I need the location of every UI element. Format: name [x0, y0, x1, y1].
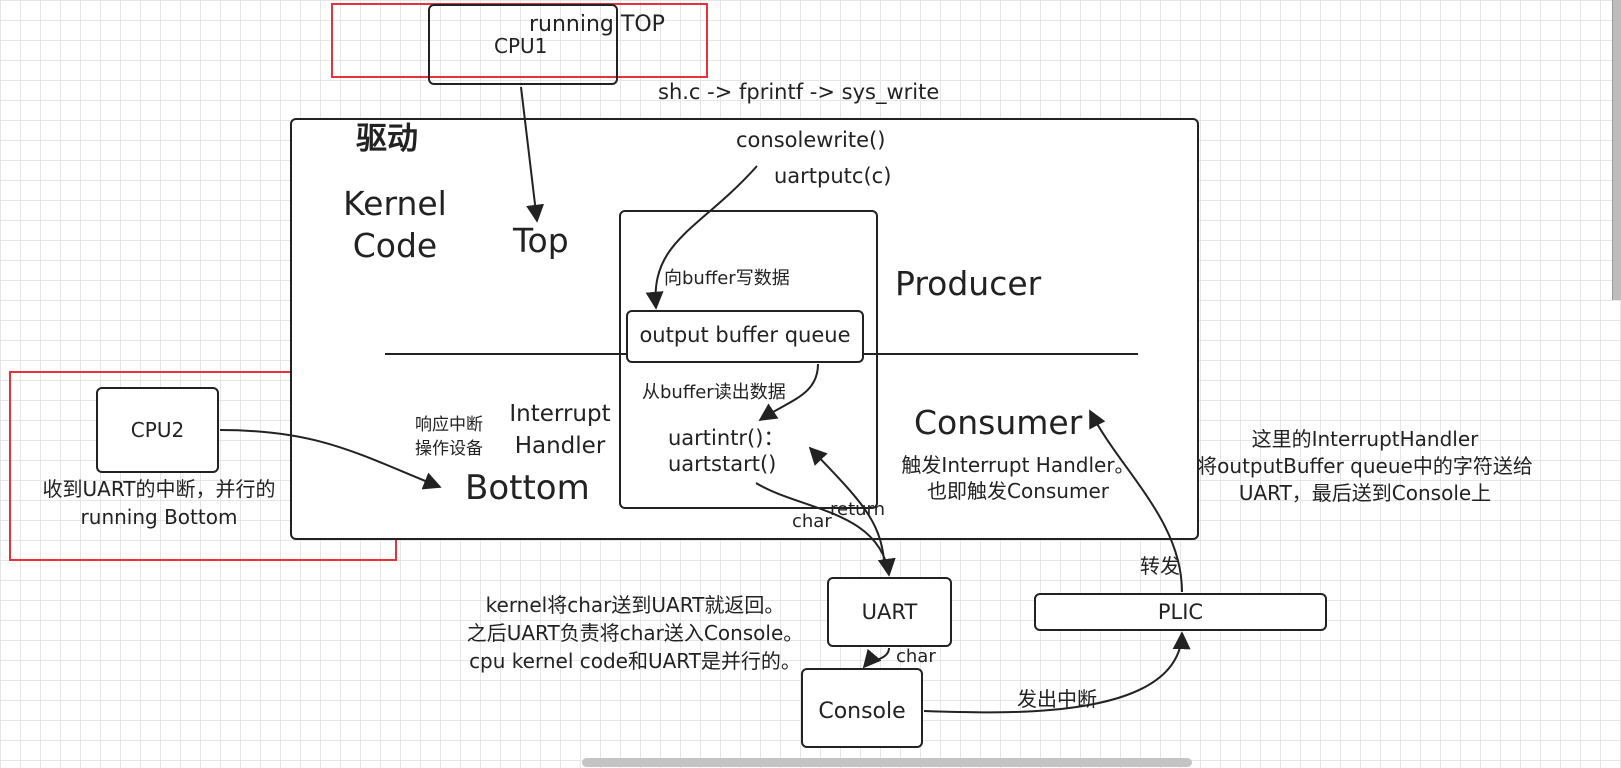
read-buffer-label: 从buffer读出数据 [642, 382, 786, 403]
cpu2-label: CPU2 [130, 418, 185, 442]
kernel-code-line1: Kernel [343, 184, 447, 223]
plic-box[interactable] [1034, 593, 1327, 631]
respond-interrupt-line1: 响应中断 [415, 415, 483, 435]
note-handler-line3: UART，最后送到Console上 [1238, 481, 1492, 505]
kernel-code-line2: Code [352, 226, 438, 265]
output-buffer-queue-label: output buffer queue [639, 323, 851, 347]
vertical-scrollbar[interactable] [1612, 0, 1621, 300]
syscall-chain: sh.c -> fprintf -> sys_write [658, 80, 940, 104]
forward-label: 转发 [1140, 554, 1180, 578]
trigger-line2: 也即触发Consumer [927, 479, 1109, 503]
char-out-label: char [792, 511, 832, 532]
interrupt-handler-line2: Handler [514, 433, 606, 459]
uart-to-console-arrow [862, 647, 890, 669]
output-buffer-queue[interactable] [626, 310, 864, 363]
return-arrow [808, 446, 885, 561]
cpu1-box[interactable] [428, 4, 618, 85]
uartstart-to-uart-arrow [755, 482, 896, 577]
return-label: return [830, 499, 886, 520]
uartintr-label: uartintr()： [668, 426, 785, 450]
interrupt-out-label: 发出中断 [1017, 687, 1097, 711]
bottom-label: Bottom [465, 468, 590, 508]
respond-interrupt-line2: 操作设备 [415, 439, 483, 459]
trigger-line1: 触发Interrupt Handler。 [901, 453, 1135, 477]
note-handler-line1: 这里的InterruptHandler [1251, 427, 1479, 451]
cpu2-annotation-line1: 收到UART的中断，并行的 [42, 477, 276, 501]
console-box[interactable] [801, 668, 923, 748]
horizontal-scrollbar[interactable] [582, 758, 1192, 767]
cpu1-to-top-arrow [520, 86, 545, 223]
cpu2-to-bottom-arrow [219, 429, 442, 490]
cpu1-annotation: running TOP [529, 12, 665, 37]
note-uart-line1: kernel将char送到UART就返回。 [485, 593, 785, 617]
uart-box[interactable] [827, 577, 952, 647]
note-uart-line2: 之后UART负责将char送入Console。 [466, 621, 804, 645]
producer-label: Producer [895, 264, 1042, 303]
interrupt-handler-line1: Interrupt [509, 401, 611, 427]
cpu2-box[interactable] [96, 387, 219, 473]
consolewrite-to-buffer-arrow [645, 165, 758, 310]
buffer-to-uartintr-arrow [758, 363, 819, 421]
write-buffer-label: 向buffer写数据 [664, 268, 790, 289]
cpu2-annotation-line2: running Bottom [80, 505, 238, 529]
driver-title: 驱动 [356, 121, 418, 157]
consolewrite-label: consolewrite() [736, 128, 886, 152]
note-handler-line2: 将outputBuffer queue中的字符送给 [1197, 454, 1533, 478]
uartputc-label: uartputc(c) [774, 164, 892, 188]
uartstart-label: uartstart() [668, 452, 777, 476]
cpu1-label: CPU1 [494, 34, 548, 58]
plic-label: PLIC [1157, 600, 1204, 624]
note-uart-line3: cpu kernel code和UART是并行的。 [469, 649, 801, 673]
char-console-label: char [896, 646, 936, 667]
buffer-region[interactable] [619, 210, 878, 509]
plic-to-consumer-arrow [1089, 409, 1183, 593]
top-label: Top [513, 221, 569, 260]
console-label: Console [818, 699, 906, 724]
uart-label: UART [861, 600, 918, 624]
consumer-label: Consumer [914, 403, 1083, 442]
console-to-plic-arrow [923, 631, 1191, 714]
